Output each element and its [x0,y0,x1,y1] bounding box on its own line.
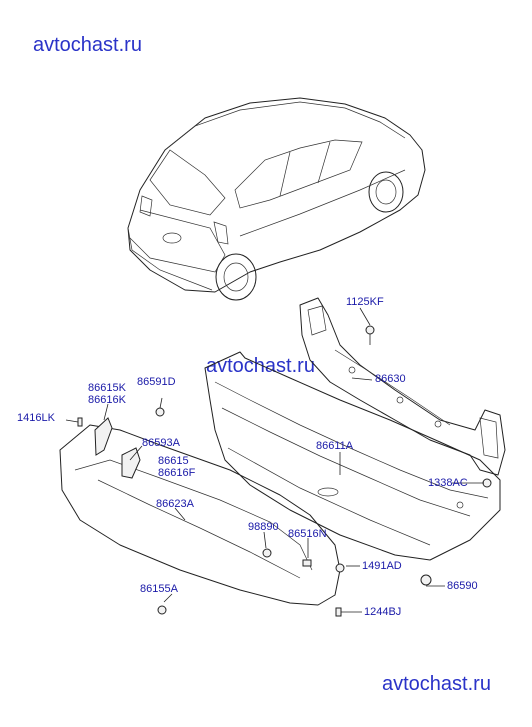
label-1338AC: 1338AC [428,477,468,489]
rear-beam-86630 [299,297,506,476]
label-1491AD: 1491AD [362,560,402,572]
label-86611A: 86611A [316,440,354,452]
watermark-bottom: avtochast.ru [382,673,491,695]
car-illustration [127,97,426,301]
bumper-cover-86611A [204,351,501,561]
label-86593A: 86593A [142,437,181,449]
label-86623A: 86623A [156,498,195,510]
label-98890: 98890 [248,521,279,533]
label-86616F: 86616F [158,467,196,479]
label-86630: 86630 [375,373,406,385]
label-86590: 86590 [447,580,478,592]
label-86615: 86615 [158,455,189,467]
label-86616K: 86616K [88,394,127,406]
label-86615K: 86615K [88,382,127,394]
label-1125KF: 1125KF [346,296,384,308]
watermark-top: avtochast.ru [33,34,142,56]
lower-bumper-86623A [59,424,341,606]
label-86516N: 86516N [288,528,327,540]
label-1416LK: 1416LK [17,412,56,424]
label-86155A: 86155A [140,583,179,595]
label-86591D: 86591D [137,376,176,388]
leader-lines [65,307,484,613]
bracket-86615K [94,417,113,456]
bracket-86615 [121,447,141,479]
watermark-middle: avtochast.ru [206,355,315,377]
label-1244BJ: 1244BJ [364,606,401,618]
